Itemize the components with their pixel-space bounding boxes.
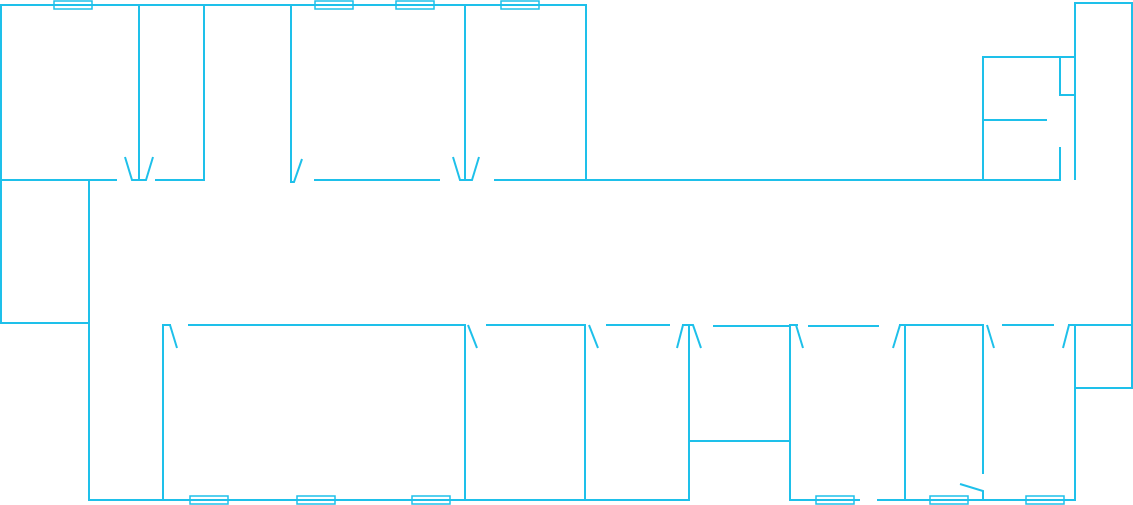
- upper-rooms: [0, 4, 1076, 183]
- window: [296, 495, 336, 505]
- window: [189, 495, 229, 505]
- window: [929, 495, 969, 505]
- window: [815, 495, 855, 505]
- window: [53, 0, 93, 10]
- lower-rooms: [162, 324, 1133, 501]
- window: [411, 495, 451, 505]
- doors: [124, 156, 1070, 500]
- window: [314, 0, 354, 10]
- window: [500, 0, 540, 10]
- window: [1025, 495, 1065, 505]
- window: [395, 0, 435, 10]
- windows: [53, 0, 1065, 505]
